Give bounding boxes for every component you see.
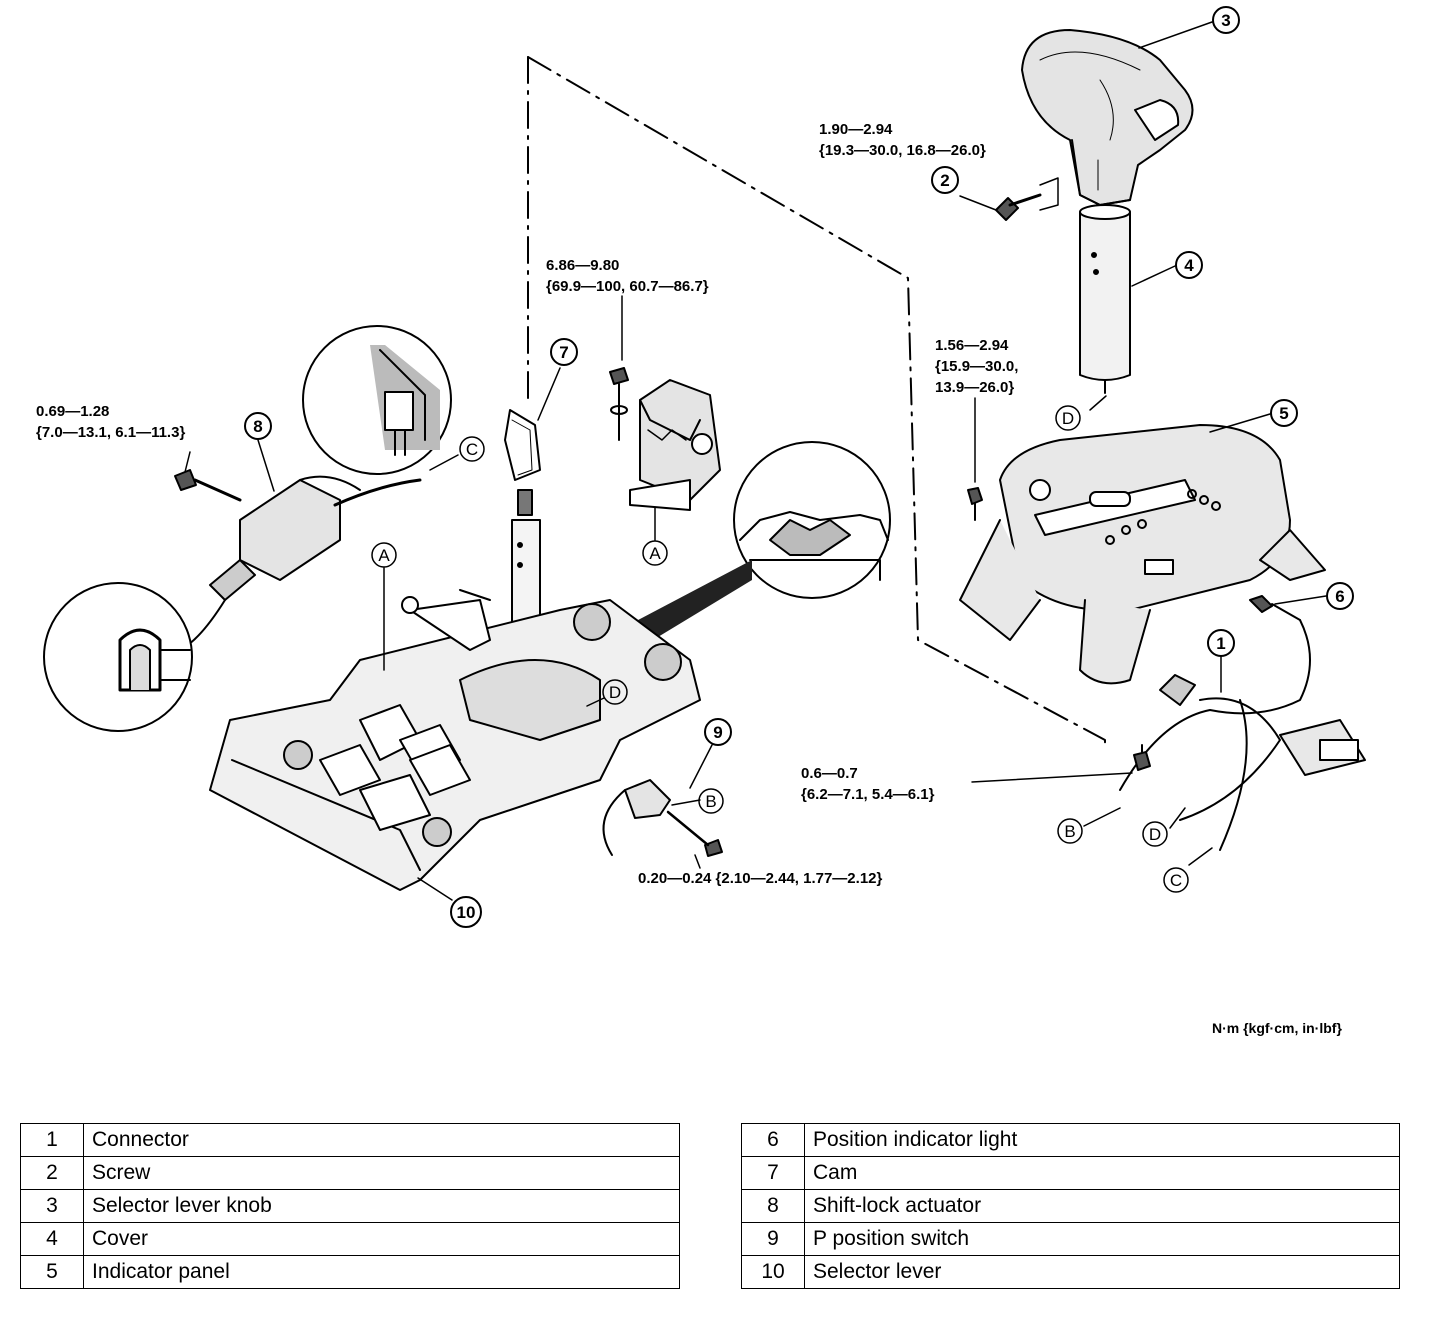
callout-circle-5: [1270, 399, 1298, 427]
clip-detail-circle: [43, 582, 193, 732]
legend-number: 2: [20, 1156, 84, 1190]
legend-part-name: Selector lever: [804, 1255, 1400, 1289]
p-position-switch: [602, 779, 723, 857]
legend-row: 1 Connector: [20, 1123, 680, 1157]
legend-row: 9 P position switch: [741, 1222, 1400, 1256]
legend-part-name: Cover: [83, 1222, 680, 1256]
callout-circle-6: [1326, 582, 1354, 610]
actuator-detail-circle: [302, 325, 452, 475]
selector-lever-knob: [1021, 29, 1194, 206]
legend-number: 6: [741, 1123, 805, 1157]
letter-b-harness: B: [1064, 822, 1075, 841]
callout-2: 2: [940, 171, 949, 190]
position-indicator-light: [1249, 595, 1301, 621]
legend-number: 10: [741, 1255, 805, 1289]
bracket-bolt: [609, 367, 629, 441]
legend-number: 3: [20, 1189, 84, 1223]
torque-connector-screw-alt: {6.2—7.1, 5.4—6.1}: [801, 786, 935, 803]
legend-row: 10 Selector lever: [741, 1255, 1400, 1289]
legend-part-name: Selector lever knob: [83, 1189, 680, 1223]
cover: [1079, 204, 1131, 394]
callout-circle-7: [550, 338, 578, 366]
callout-4: 4: [1184, 256, 1194, 275]
parts-legend-right: 6 Position indicator light 7 Cam 8 Shift…: [741, 1123, 1400, 1289]
connector-screw: [1133, 744, 1151, 771]
letter-c-harness: C: [1170, 871, 1182, 890]
legend-row: 2 Screw: [20, 1156, 680, 1190]
callout-5: 5: [1279, 404, 1288, 423]
torque-actuator-bolt-nm: 0.69—1.28: [36, 403, 109, 420]
panel-screw: [967, 487, 983, 521]
legend-row: 5 Indicator panel: [20, 1255, 680, 1289]
torque-panel-screw-alt-2: 13.9—26.0}: [935, 379, 1014, 396]
bracket: [629, 379, 721, 511]
torque-knob-screw-nm: 1.90—2.94: [819, 121, 893, 138]
legend-part-name: Connector: [83, 1123, 680, 1157]
legend-row: 6 Position indicator light: [741, 1123, 1400, 1157]
callout-circle-1: [1207, 629, 1235, 657]
callout-circle-4: [1175, 251, 1203, 279]
callout-3: 3: [1221, 11, 1230, 30]
legend-row: 4 Cover: [20, 1222, 680, 1256]
letter-d-base: D: [609, 683, 621, 702]
connector-harness: [1119, 619, 1366, 851]
torque-connector-screw-nm: 0.6—0.7: [801, 765, 858, 782]
assembly-center-line: [527, 56, 1106, 747]
torque-panel-screw-nm: 1.56—2.94: [935, 337, 1009, 354]
selector-lever-base: [209, 589, 701, 891]
callout-circle-3: [1212, 6, 1240, 34]
callout-circle-8: [244, 412, 272, 440]
legend-part-name: Screw: [83, 1156, 680, 1190]
units-note: N·m {kgf·cm, in·lbf}: [1212, 1020, 1342, 1036]
callout-1: 1: [1216, 634, 1225, 653]
legend-number: 8: [741, 1189, 805, 1223]
legend-number: 4: [20, 1222, 84, 1256]
torque-bracket-bolt-alt: {69.9—100, 60.7—86.7}: [546, 278, 709, 295]
torque-panel-screw-alt-1: {15.9—30.0,: [935, 358, 1018, 375]
legend-number: 7: [741, 1156, 805, 1190]
exploded-view-diagram: 1.90—2.94 {19.3—30.0, 16.8—26.0} 0.69—1.…: [36, 6, 1366, 928]
shift-lock-actuator: [179, 475, 422, 651]
legend-row: 3 Selector lever knob: [20, 1189, 680, 1223]
parts-legend-left: 1 Connector 2 Screw 3 Selector lever kno…: [20, 1123, 680, 1289]
legend-number: 5: [20, 1255, 84, 1289]
torque-actuator-bolt-alt: {7.0—13.1, 6.1—11.3}: [36, 424, 185, 441]
torque-knob-screw-alt: {19.3—30.0, 16.8—26.0}: [819, 142, 986, 159]
callout-circle-10: [450, 896, 482, 928]
legend-part-name: Position indicator light: [804, 1123, 1400, 1157]
callout-10: 10: [457, 903, 476, 922]
legend-row: 8 Shift-lock actuator: [741, 1189, 1400, 1223]
callout-8: 8: [253, 417, 262, 436]
knob-screw: [995, 177, 1059, 221]
torque-switch-screw: 0.20—0.24 {2.10—2.44, 1.77—2.12}: [638, 870, 883, 887]
letter-b-switch: B: [705, 792, 716, 811]
callout-9: 9: [713, 723, 722, 742]
cam: [504, 409, 541, 481]
letter-d-cover: D: [1062, 409, 1074, 428]
indicator-panel: [959, 424, 1326, 685]
torque-bracket-bolt-nm: 6.86—9.80: [546, 257, 619, 274]
legend-number: 1: [20, 1123, 84, 1157]
legend-part-name: Cam: [804, 1156, 1400, 1190]
callout-6: 6: [1335, 587, 1344, 606]
legend-part-name: P position switch: [804, 1222, 1400, 1256]
callout-7: 7: [559, 343, 568, 362]
legend-part-name: Shift-lock actuator: [804, 1189, 1400, 1223]
callout-circle-9: [704, 718, 732, 746]
legend-part-name: Indicator panel: [83, 1255, 680, 1289]
cam-detail-circle: [733, 441, 891, 599]
legend-number: 9: [741, 1222, 805, 1256]
legend-row: 7 Cam: [741, 1156, 1400, 1190]
letter-a-base: A: [378, 546, 390, 565]
actuator-bolt: [174, 469, 242, 502]
letter-c-actuator: C: [466, 440, 478, 459]
letter-d-harness: D: [1149, 825, 1161, 844]
letter-a-bracket: A: [649, 544, 661, 563]
callout-circle-2: [931, 166, 959, 194]
